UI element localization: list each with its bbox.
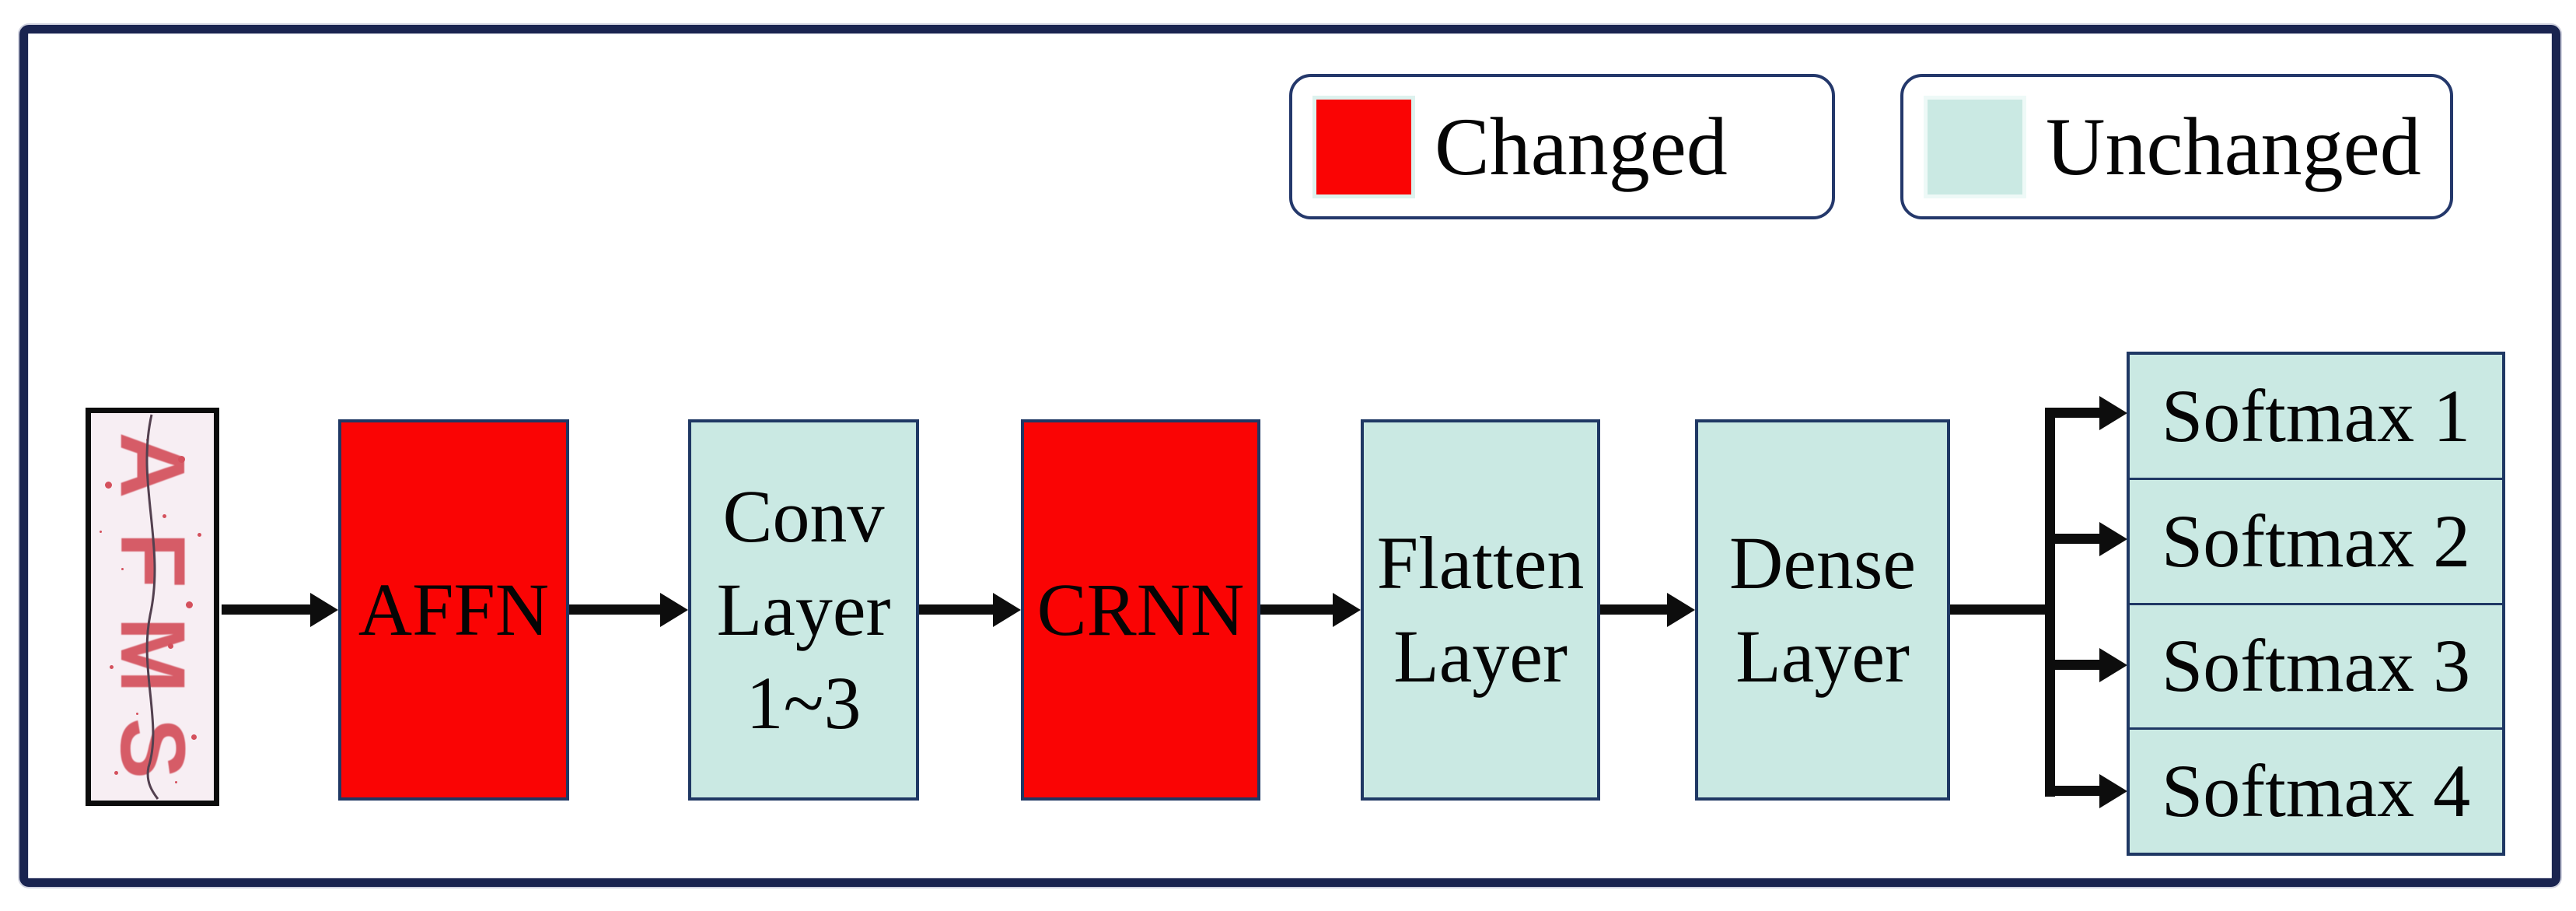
node-affn: AFFN [338,419,569,801]
node-dense-layer: Dense Layer [1695,419,1950,801]
arrow-conv-to-crnn [919,604,993,615]
changed-color-swatch [1312,95,1415,198]
diagram-outer-frame [19,25,2560,887]
legend-changed-label: Changed [1435,100,1728,192]
node-crnn: CRNN [1021,419,1260,801]
legend-unchanged-label: Unchanged [2046,100,2421,192]
arrow-flatten-to-dense [1600,604,1667,615]
node-conv-layer-1-3: Conv Layer 1~3 [688,419,919,801]
legend-changed: Changed [1289,74,1835,219]
unchanged-color-swatch [1924,95,2026,198]
arrow-branch-to-softmax-1 [2045,408,2099,418]
arrow-branch-to-softmax-2 [2045,534,2099,544]
arrow-branch-to-softmax-4 [2045,786,2099,796]
arrow-branch-to-softmax-3 [2045,660,2099,670]
node-flatten-layer: Flatten Layer [1361,419,1600,801]
input-captcha-image: A F M S [86,408,219,806]
arrow-input-to-affn [222,604,310,615]
legend-unchanged: Unchanged [1900,74,2453,219]
node-softmax-1: Softmax 1 [2130,355,2502,478]
branch-trunk-line [2045,408,2055,797]
arrow-crnn-to-flatten [1260,604,1333,615]
node-softmax-4: Softmax 4 [2130,727,2502,853]
node-softmax-3: Softmax 3 [2130,602,2502,728]
captcha-squiggle-line [145,414,159,800]
softmax-output-stack: Softmax 1 Softmax 2 Softmax 3 Softmax 4 [2127,352,2505,856]
arrow-affn-to-conv [569,604,660,615]
connector-dense-to-branch [1950,604,2055,615]
node-softmax-2: Softmax 2 [2130,477,2502,603]
